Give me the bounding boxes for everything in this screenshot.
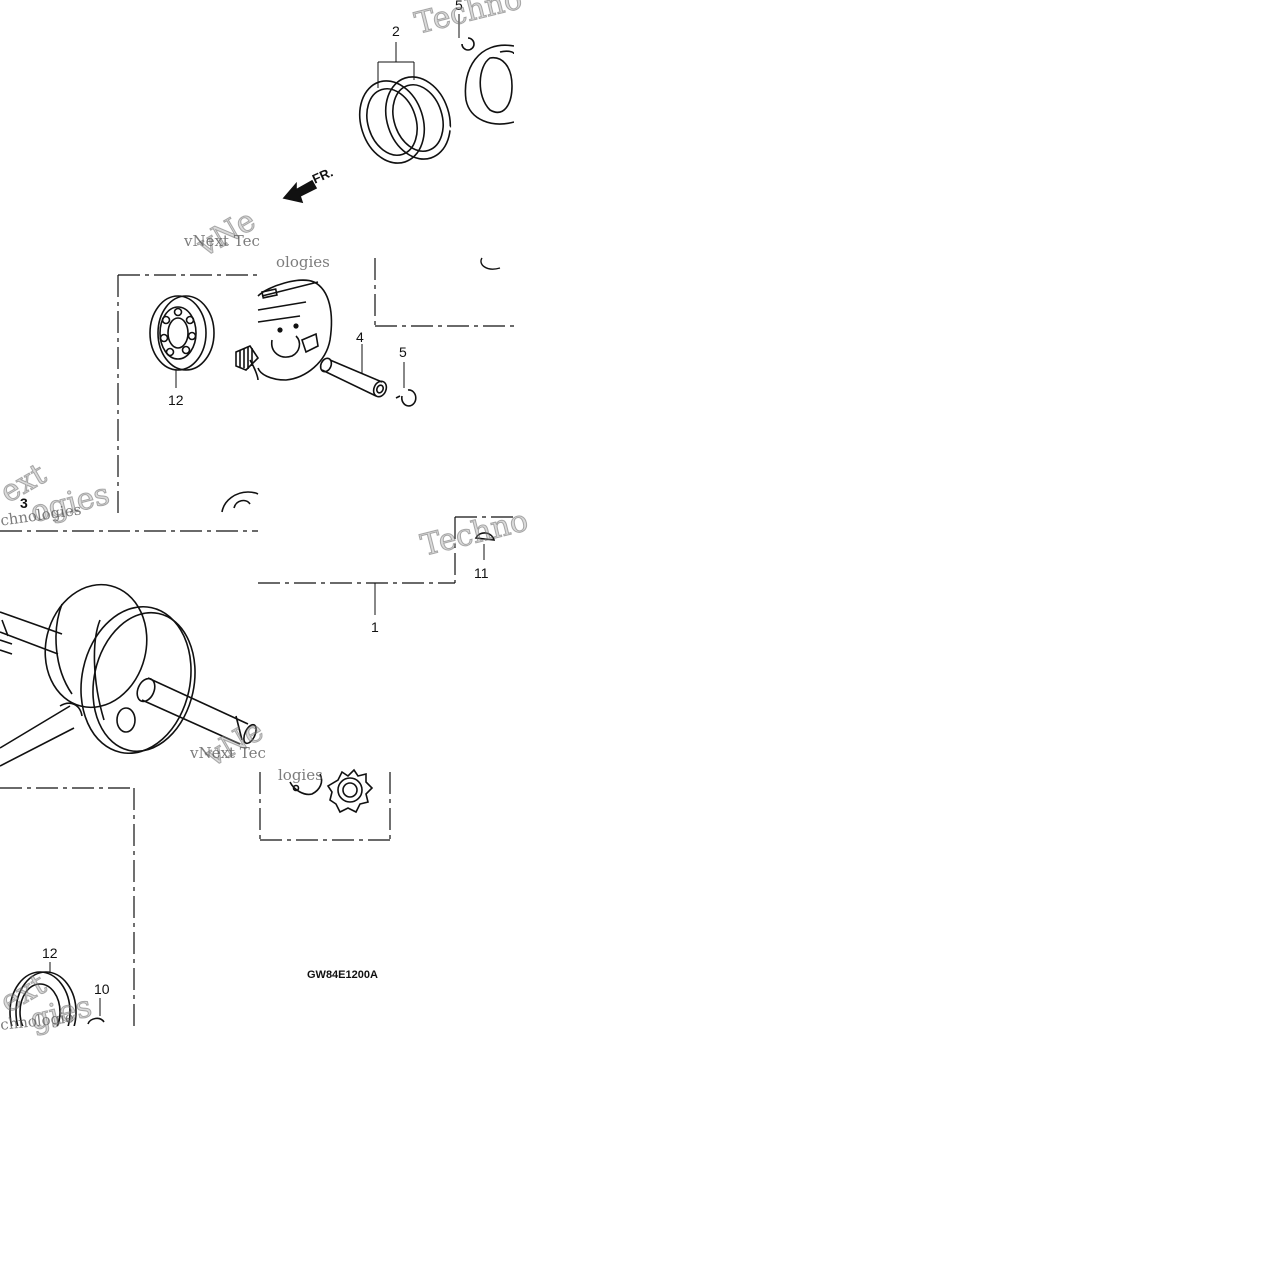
connecting-rod-partial — [221, 491, 259, 513]
crankshaft-group-frame — [0, 516, 514, 1026]
drive-gear — [289, 768, 374, 814]
piston-pin-clip-top — [458, 14, 475, 51]
piston-partial-top — [464, 44, 515, 125]
callout-3: 3 — [20, 495, 28, 511]
blank-strip-right-lower — [392, 842, 514, 1026]
nut — [87, 998, 105, 1025]
callout-4: 4 — [356, 329, 364, 345]
piston-rings — [358, 42, 452, 164]
piston — [235, 279, 333, 381]
diagram-code: GW84E1200A — [307, 969, 378, 981]
woodruff-key — [474, 532, 496, 560]
crankshaft — [0, 583, 257, 767]
callout-11: 11 — [474, 565, 489, 581]
callout-1: 1 — [371, 619, 379, 635]
callout-12-lower: 12 — [42, 945, 58, 961]
blank-region-bottom — [0, 1026, 514, 1285]
piston-pin — [319, 344, 388, 398]
callout-2: 2 — [392, 23, 400, 39]
front-direction-arrow — [282, 179, 318, 204]
callout-10: 10 — [94, 981, 110, 997]
piston-pin-clip-middle — [395, 362, 417, 407]
ball-bearing-upper — [149, 295, 215, 388]
callout-5-top: 5 — [455, 0, 463, 13]
blank-region-right — [514, 0, 1285, 1285]
piston-group-frame — [117, 258, 514, 514]
callout-12-upper: 12 — [168, 392, 184, 408]
callout-5-middle: 5 — [399, 344, 407, 360]
